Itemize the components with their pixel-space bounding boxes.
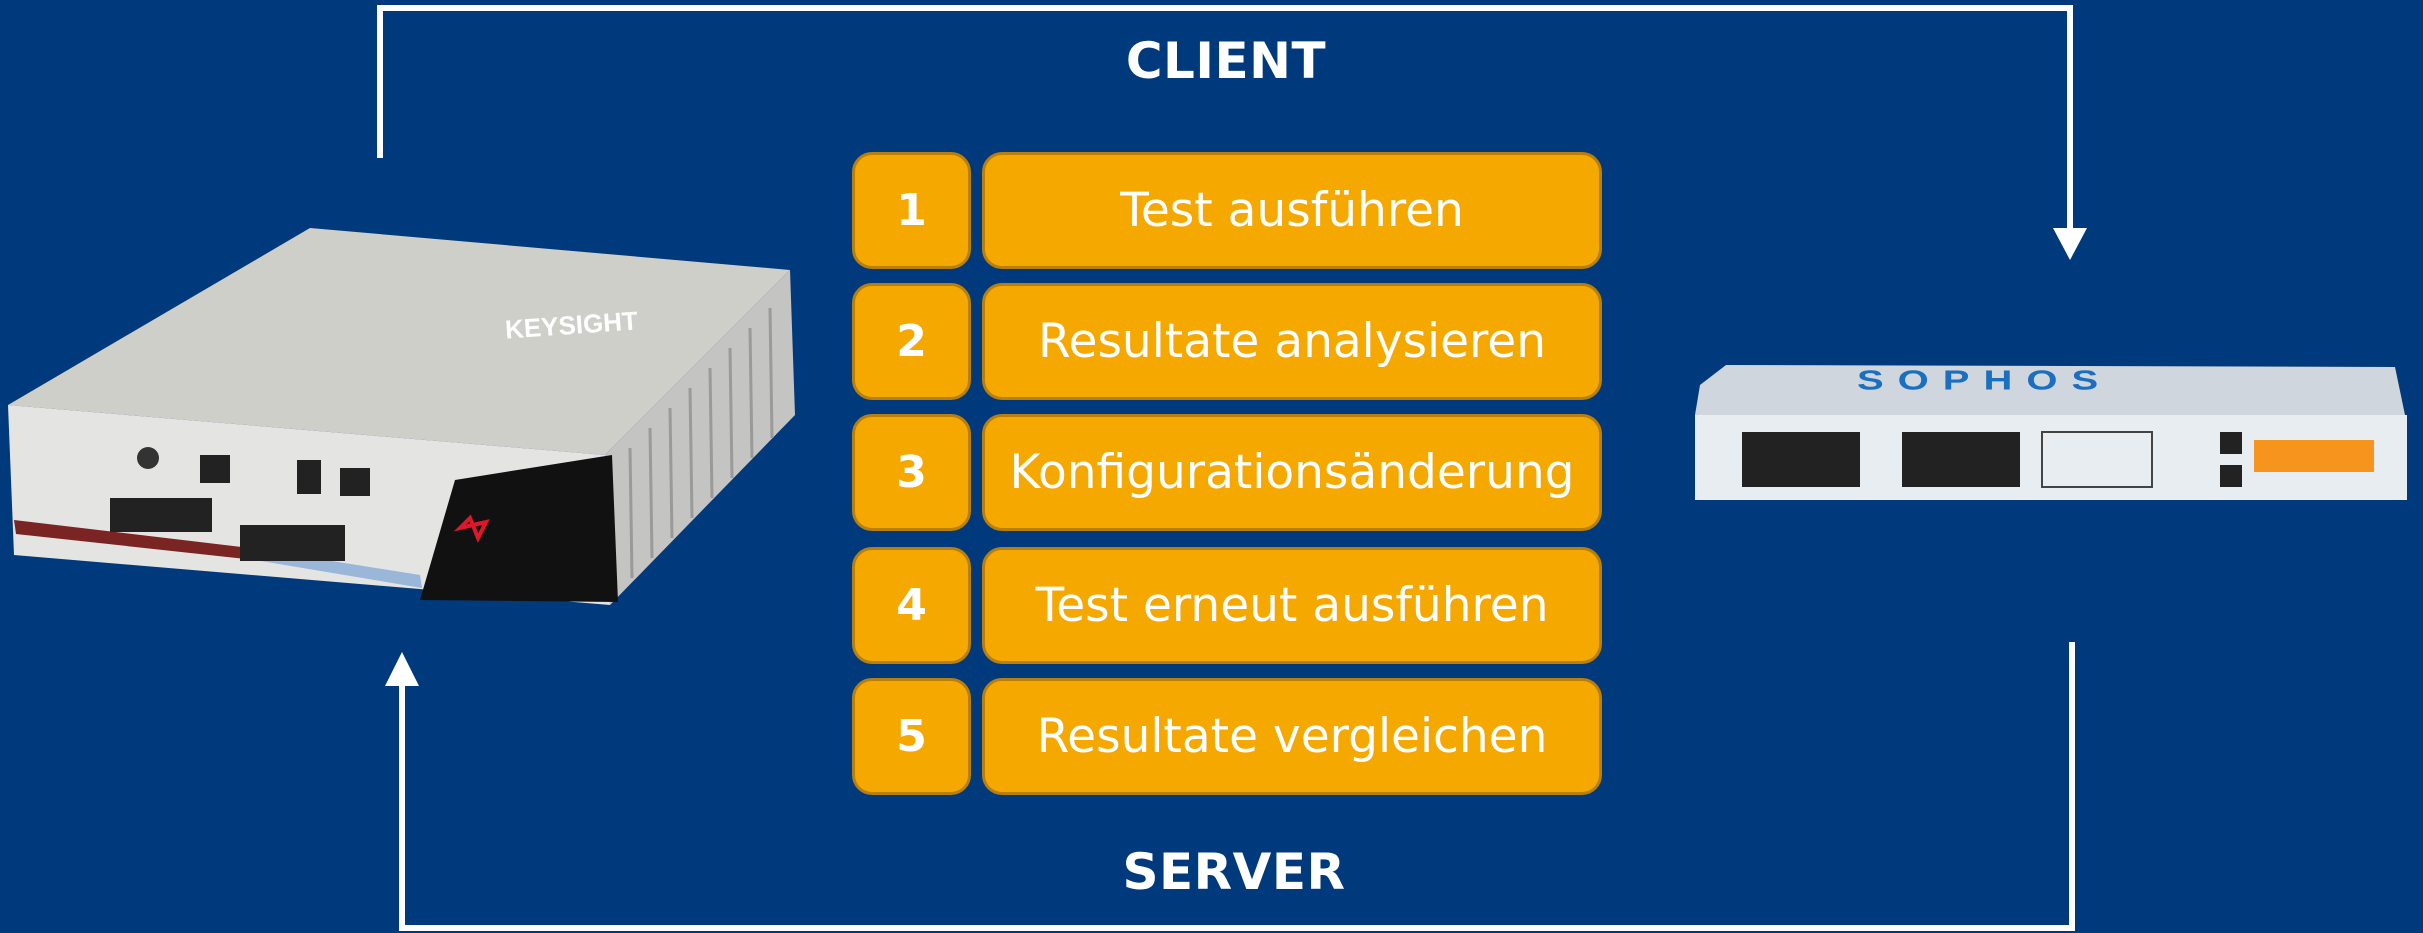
power-button xyxy=(137,447,159,469)
step-text: Resultate vergleichen xyxy=(982,678,1602,795)
keysight-vents xyxy=(628,307,774,579)
step-number: 5 xyxy=(852,678,971,795)
arrow-down-head xyxy=(2053,228,2087,260)
step-text: Konfigurationsänderung xyxy=(982,414,1602,531)
port-module-2 xyxy=(1902,432,2020,487)
sophos-device-illustration xyxy=(1695,365,2407,500)
port-module-1 xyxy=(1742,432,1860,487)
step-text: Test erneut ausführen xyxy=(982,547,1602,664)
port-bank-right xyxy=(240,525,345,561)
port-module-3 xyxy=(2041,431,2153,488)
server-flow-line xyxy=(399,642,2075,931)
step-number: 1 xyxy=(852,152,971,269)
keysight-device-illustration xyxy=(8,228,795,605)
step-text: Resultate analysieren xyxy=(982,283,1602,400)
client-flow-line xyxy=(377,5,2073,242)
step-number: 4 xyxy=(852,547,971,664)
rs232-port xyxy=(200,455,230,483)
client-label: CLIENT xyxy=(1125,32,1327,90)
arrow-up-head xyxy=(385,652,419,686)
usb-port xyxy=(297,460,321,494)
lan-port xyxy=(340,468,370,496)
port-bank-left xyxy=(110,498,212,532)
lcd-panel xyxy=(2254,440,2374,472)
sophos-logo: SOPHOS xyxy=(1857,365,2113,396)
step-number: 3 xyxy=(852,414,971,531)
server-label: SERVER xyxy=(1122,843,1346,901)
step-text: Test ausführen xyxy=(982,152,1602,269)
step-number: 2 xyxy=(852,283,971,400)
